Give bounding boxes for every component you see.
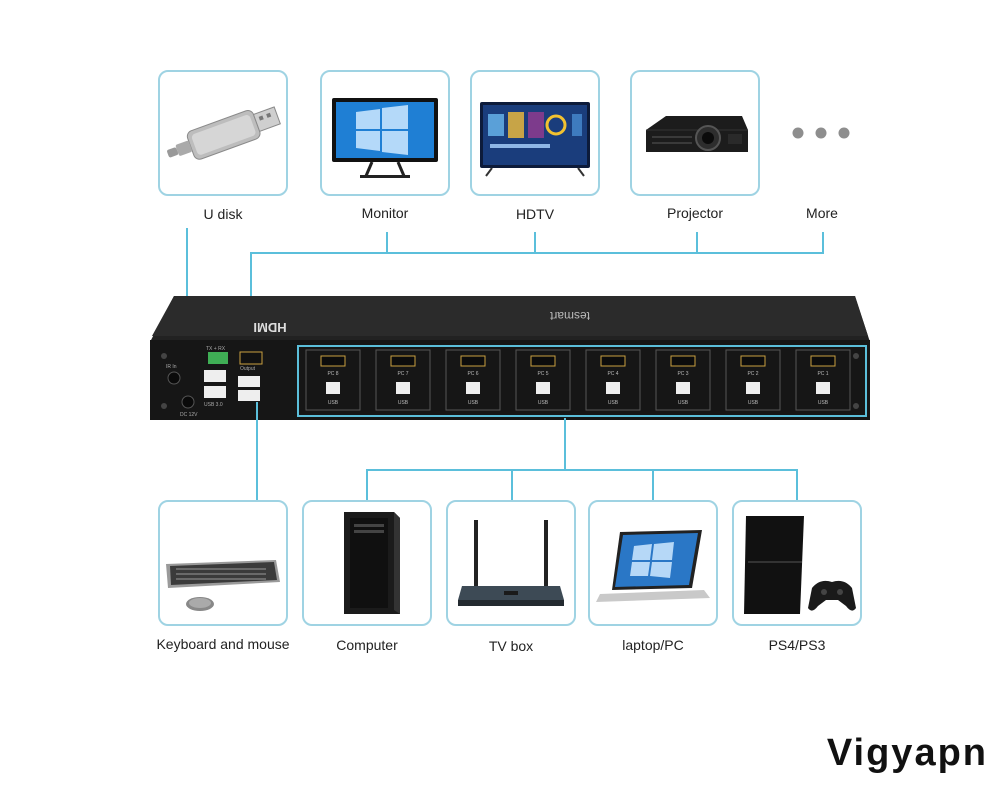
- monitor-drop: [386, 232, 388, 254]
- input-trunk: [564, 418, 566, 470]
- pc-port-label: PC 2: [747, 371, 758, 377]
- projector-label: Projector: [666, 205, 724, 221]
- pc-port-usb-label: USB: [398, 400, 409, 406]
- monitor-box: [320, 70, 450, 196]
- pc-port-2: PC 2 USB: [725, 349, 781, 411]
- pc-port-1: PC 1 USB: [795, 349, 851, 411]
- game-console-icon: [744, 516, 856, 614]
- brand-top: tesmart: [549, 309, 590, 323]
- pc-port-usb-label: USB: [678, 400, 689, 406]
- tvbox-box: [446, 500, 576, 626]
- tv-icon: [480, 102, 590, 177]
- pc-port-label: PC 5: [537, 371, 548, 377]
- ps-box: [732, 500, 862, 626]
- laptop-icon: [596, 530, 710, 602]
- terminal-label: TX + RX: [206, 346, 226, 352]
- kbmouse-line: [256, 402, 258, 500]
- kvm-switch: tesmart HDMI IR In DC 12V TX + RX USB 3.…: [150, 296, 870, 420]
- hdtv-drop: [534, 232, 536, 254]
- power-label: DC 12V: [180, 412, 198, 418]
- pc-port-usb-label: USB: [608, 400, 619, 406]
- usb-flash-drive-icon: [167, 106, 281, 160]
- pc-port-usb-label: USB: [538, 400, 549, 406]
- ellipsis-icon: [788, 126, 858, 140]
- pc-port-label: PC 6: [467, 371, 478, 377]
- ps-label: PS4/PS3: [768, 637, 826, 653]
- pc-port-label: PC 3: [677, 371, 688, 377]
- input-bus: [366, 469, 798, 471]
- projector-icon: [646, 116, 748, 152]
- monitor-label: Monitor: [361, 205, 409, 221]
- pc-port-label: PC 4: [607, 371, 618, 377]
- laptop-box: [588, 500, 718, 626]
- watermark-logo: Vigyapn: [827, 732, 988, 782]
- router-box-icon: [458, 520, 564, 606]
- output-bus: [250, 252, 824, 254]
- udisk-box: [158, 70, 288, 196]
- laptop-drop: [652, 469, 654, 501]
- hdmi-front-label: HDMI: [253, 320, 286, 335]
- ps-drop: [796, 469, 798, 501]
- pc-port-3: PC 3 USB: [655, 349, 711, 411]
- kbmouse-box: [158, 500, 288, 626]
- udisk-label: U disk: [203, 206, 243, 222]
- pc-port-usb-label: USB: [468, 400, 479, 406]
- computer-label: Computer: [336, 637, 398, 653]
- monitor-icon: [332, 98, 438, 178]
- hdtv-label: HDTV: [515, 206, 555, 222]
- pc-port-4: PC 4 USB: [585, 349, 641, 411]
- projector-drop: [696, 232, 698, 254]
- tvbox-label: TV box: [488, 638, 534, 654]
- pc-port-8: PC 8 USB: [305, 349, 361, 411]
- projector-box: [630, 70, 760, 196]
- pc-port-usb-label: USB: [328, 400, 339, 406]
- desktop-tower-icon: [344, 512, 400, 614]
- hdtv-box: [470, 70, 600, 196]
- ir-label: IR In: [166, 364, 177, 370]
- computer-box: [302, 500, 432, 626]
- pc-port-7: PC 7 USB: [375, 349, 431, 411]
- pc-port-usb-label: USB: [748, 400, 759, 406]
- laptop-label: laptop/PC: [622, 637, 684, 653]
- pc-port-label: PC 8: [327, 371, 338, 377]
- kbmouse-label: Keyboard and mouse: [156, 636, 290, 652]
- tvbox-drop: [511, 469, 513, 501]
- pc-port-5: PC 5 USB: [515, 349, 571, 411]
- more-label: More: [806, 205, 838, 221]
- pc-port-6: PC 6 USB: [445, 349, 501, 411]
- output-label: Output: [240, 366, 256, 372]
- pc-port-label: PC 1: [817, 371, 828, 377]
- more-drop: [822, 232, 824, 254]
- computer-drop: [366, 469, 368, 501]
- pc-port-label: PC 7: [397, 371, 408, 377]
- keyboard-mouse-icon: [166, 560, 280, 611]
- pc-port-usb-label: USB: [818, 400, 829, 406]
- watermark-text: Vigyapn: [826, 732, 988, 774]
- usb-label: USB 3.0: [204, 402, 223, 408]
